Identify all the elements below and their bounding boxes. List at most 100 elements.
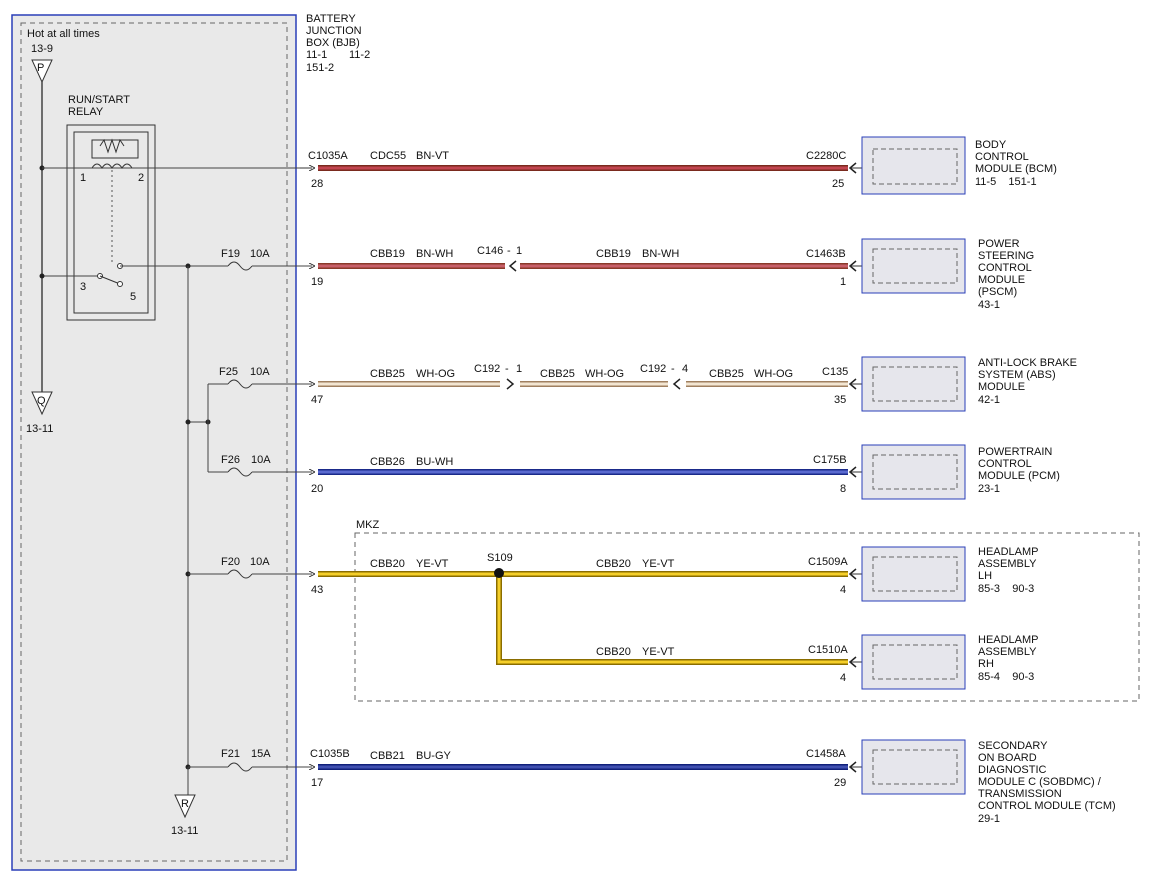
hl-lh-color-a: YE-VT <box>416 558 449 570</box>
bjb-ref-3: 151-2 <box>306 62 334 74</box>
battery-junction-box <box>11 14 297 871</box>
sobdmc-color: BU-GY <box>416 750 452 762</box>
abs-refs: 42-1 <box>978 394 1000 406</box>
hl-rh-name-3: RH <box>978 658 994 670</box>
bcm-conn-left: C1035A <box>308 150 348 162</box>
bcm-refs: 11-5 151-1 <box>975 176 1037 188</box>
relay-pin-5: 5 <box>130 291 136 303</box>
relay-title-1: RUN/START <box>68 94 130 106</box>
hl-rh-circuit: CBB20 <box>596 646 631 658</box>
module-box-hl-lh <box>861 546 966 602</box>
abs-name-3: MODULE <box>978 381 1025 393</box>
hl-lh-color-b: YE-VT <box>642 558 675 570</box>
svg-text:-: - <box>505 363 509 375</box>
letter-p: P <box>37 62 44 74</box>
letter-q: Q <box>37 395 46 407</box>
module-box-abs <box>861 356 966 412</box>
pscm-circuit-a: CBB19 <box>370 248 405 260</box>
pcm-circuit: CBB26 <box>370 456 405 468</box>
module-box-hl-rh <box>861 634 966 690</box>
pcm-color: BU-WH <box>416 456 453 468</box>
hl-rh-name-1: HEADLAMP <box>978 634 1039 646</box>
relay-pin-3: 3 <box>80 281 86 293</box>
sobdmc-pin-left: 17 <box>311 777 323 789</box>
hl-lh-circuit-a: CBB20 <box>370 558 405 570</box>
sobdmc-circuit: CBB21 <box>370 750 405 762</box>
bcm-pin-right: 25 <box>832 178 844 190</box>
pscm-circuit-b: CBB19 <box>596 248 631 260</box>
connector-p-symbol: P <box>31 59 53 84</box>
abs-inline2-conn: C192 <box>640 363 666 375</box>
hl-lh-pin-left: 43 <box>311 584 323 596</box>
connector-q-symbol: Q <box>31 391 53 416</box>
abs-circuit-b: CBB25 <box>540 368 575 380</box>
hl-lh-name-1: HEADLAMP <box>978 546 1039 558</box>
bcm-conn-right: C2280C <box>806 150 846 162</box>
pcm-name-2: CONTROL <box>978 458 1032 470</box>
bcm-pin-left: 28 <box>311 178 323 190</box>
bjb-title-1: BATTERY <box>306 13 356 25</box>
abs-pin-left: 47 <box>311 394 323 406</box>
abs-color-a: WH-OG <box>416 368 455 380</box>
relay-title-2: RELAY <box>68 106 104 118</box>
pscm-name-5: (PSCM) <box>978 286 1017 298</box>
pcm-name-1: POWERTRAIN <box>978 446 1052 458</box>
bcm-wire-color: BN-VT <box>416 150 449 162</box>
bjb-title-2: JUNCTION <box>306 25 362 37</box>
pscm-refs: 43-1 <box>978 299 1000 311</box>
abs-fuse: F25 <box>219 366 238 378</box>
splice-label: S109 <box>487 552 513 564</box>
pscm-name-1: POWER <box>978 238 1020 250</box>
mkz-region <box>354 532 1140 702</box>
svg-text:-: - <box>507 245 511 257</box>
pscm-amps: 10A <box>250 248 270 260</box>
module-box-sobdmc <box>861 739 966 795</box>
bcm-name-3: MODULE (BCM) <box>975 163 1057 175</box>
sobdmc-pin-right: 29 <box>834 777 846 789</box>
hl-rh-name-2: ASSEMBLY <box>978 646 1037 658</box>
bjb-ref-1: 11-1 <box>306 49 327 61</box>
hl-lh-conn-right: C1509A <box>808 556 848 568</box>
splice-s109 <box>494 568 504 578</box>
sobdmc-conn-left: C1035B <box>310 748 350 760</box>
pscm-pin-left: 19 <box>311 276 323 288</box>
abs-name-2: SYSTEM (ABS) <box>978 369 1056 381</box>
pcm-amps: 10A <box>251 454 271 466</box>
bcm-circuit: CDC55 <box>370 150 406 162</box>
sobdmc-name-2: ON BOARD <box>978 752 1037 764</box>
relay-pin-1: 1 <box>80 172 86 184</box>
pscm-color-b: BN-WH <box>642 248 679 260</box>
pcm-conn-right: C175B <box>813 454 847 466</box>
hl-lh-amps: 10A <box>250 556 270 568</box>
hl-rh-refs: 85-4 90-3 <box>978 671 1034 683</box>
ref-in-label: 13-9 <box>31 43 53 55</box>
hot-at-all-times-label: Hot at all times <box>27 28 100 40</box>
abs-pin-right: 35 <box>834 394 846 406</box>
abs-inline1-pin: 1 <box>516 363 522 375</box>
abs-inline2-pin: 4 <box>682 363 688 375</box>
bcm-name-1: BODY <box>975 139 1007 151</box>
pscm-inline-pin: 1 <box>516 245 522 257</box>
abs-inline1-conn: C192 <box>474 363 500 375</box>
wire-headlamp-lh <box>318 571 848 665</box>
pscm-pin-right: 1 <box>840 276 846 288</box>
ref-q-label: 13-11 <box>26 423 53 435</box>
hl-lh-fuse: F20 <box>221 556 240 568</box>
sobdmc-name-5: TRANSMISSION <box>978 788 1062 800</box>
pcm-refs: 23-1 <box>978 483 1000 495</box>
abs-circuit-a: CBB25 <box>370 368 405 380</box>
ref-r-label: 13-11 <box>171 825 198 837</box>
sobdmc-name-6: CONTROL MODULE (TCM) <box>978 800 1116 812</box>
sobdmc-refs: 29-1 <box>978 813 1000 825</box>
hl-rh-pin-right: 4 <box>840 672 846 684</box>
pcm-pin-left: 20 <box>311 483 323 495</box>
sobdmc-amps: 15A <box>251 748 271 760</box>
abs-circuit-c: CBB25 <box>709 368 744 380</box>
abs-name-1: ANTI-LOCK BRAKE <box>978 357 1077 369</box>
sobdmc-name-4: MODULE C (SOBDMC) / <box>978 776 1102 788</box>
hl-lh-name-3: LH <box>978 570 992 582</box>
abs-amps: 10A <box>250 366 270 378</box>
pscm-name-3: CONTROL <box>978 262 1032 274</box>
pscm-color-a: BN-WH <box>416 248 453 260</box>
